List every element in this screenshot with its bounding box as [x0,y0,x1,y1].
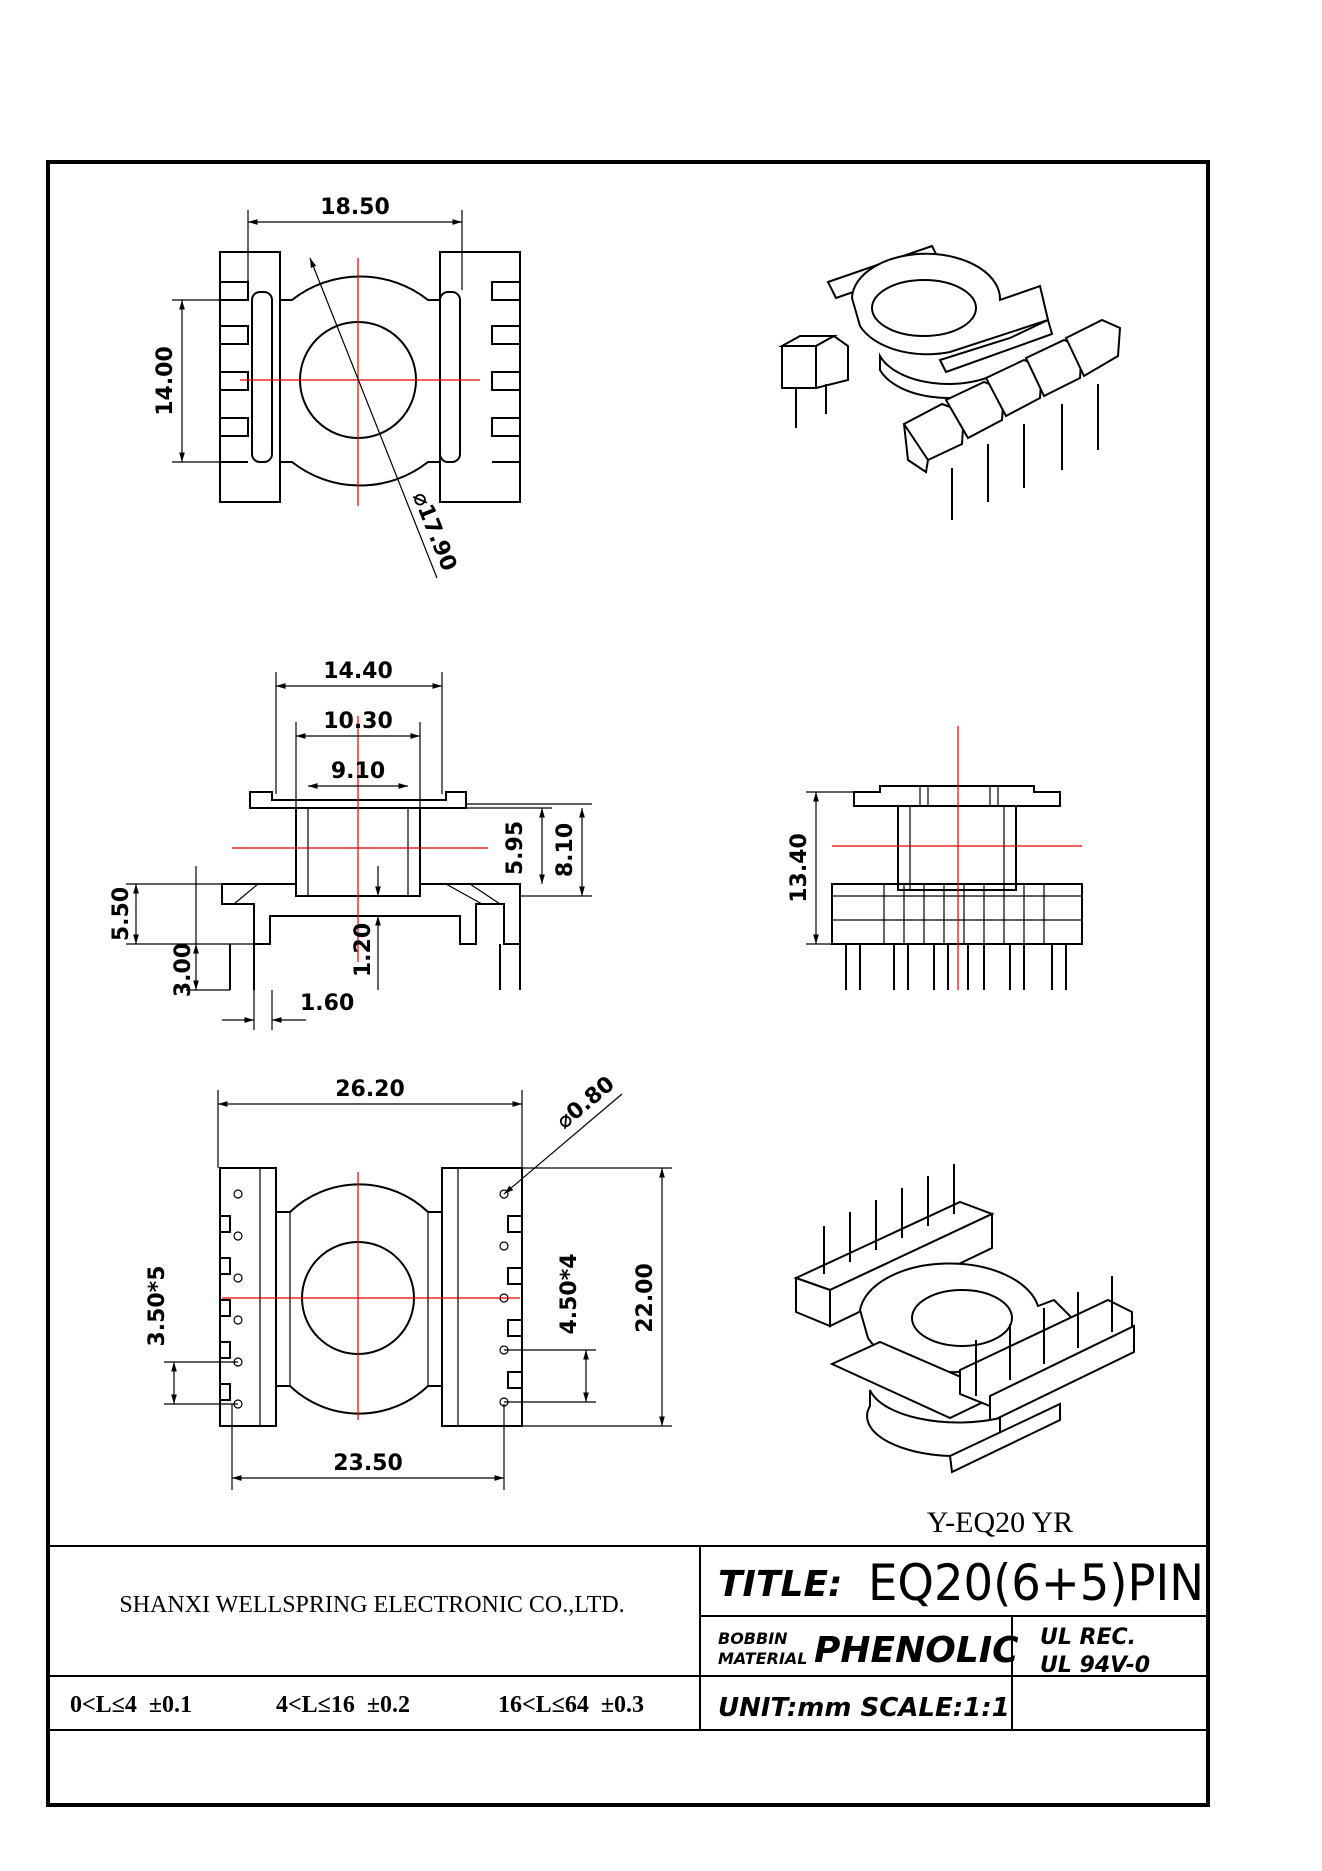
title-block: SHANXI WELLSPRING ELECTRONIC CO.,LTD. TI… [48,1545,1208,1731]
title-value: EQ20(6+5)PIN [868,1554,1204,1612]
dim-bottom-pin-span: 23.50 [333,1451,403,1476]
dim-side-base: 5.50 [109,887,134,941]
drawing-border [46,160,1210,1807]
dim-side-pin-offset: 1.60 [300,991,354,1016]
dim-side-inner: 10.30 [323,709,393,734]
title-label: TITLE: [718,1564,842,1605]
bottom-view: 26.20 ⌀0.80 3.50*5 4.50*4 22.00 23.50 [145,1072,672,1490]
company-name: SHANXI WELLSPRING ELECTRONIC CO.,LTD. [119,1592,624,1618]
side-view: 14.40 10.30 9.10 5.95 8.10 5.50 3.00 1.2… [109,659,592,1030]
dim-top-width: 18.50 [320,195,390,220]
dim-top-height: 14.00 [153,346,178,416]
tolerance-2: 4<L≤16 ±0.2 [276,1692,410,1718]
tolerance-1: 0<L≤4 ±0.1 [70,1692,192,1718]
material-value: PHENOLIC [814,1630,1019,1671]
dim-bottom-height: 22.00 [633,1263,658,1333]
isometric-view-top [778,244,1122,520]
material-label-2: MATERIAL [718,1649,807,1668]
ul-grade: UL 94V-0 [1040,1653,1150,1678]
dim-side-flange: 5.95 [503,821,528,875]
dim-bottom-pitch-right: 4.50*4 [557,1253,582,1334]
tolerance-3: 16<L≤64 ±0.3 [498,1692,644,1718]
dim-side-total: 8.10 [553,823,578,877]
isometric-view-bottom: Y-EQ20 YR [793,1164,1135,1539]
dim-side-core: 9.10 [331,759,385,784]
dim-front-height: 13.40 [787,833,812,903]
dim-bottom-width: 26.20 [335,1077,405,1102]
dim-side-overall: 14.40 [323,659,393,684]
model-label: Y-EQ20 YR [927,1506,1073,1539]
unit-scale: UNIT:mm SCALE:1:1 [718,1693,1010,1723]
material-label-1: BOBBIN [718,1629,788,1648]
top-view: 18.50 14.00 ⌀17.90 [153,195,521,579]
dim-side-gap: 1.20 [351,923,376,977]
ul-rec-label: UL REC. [1040,1625,1136,1650]
dim-bottom-pitch-left: 3.50*5 [145,1265,170,1346]
front-view: 13.40 [787,726,1083,990]
dim-side-pin-length: 3.00 [171,943,196,997]
